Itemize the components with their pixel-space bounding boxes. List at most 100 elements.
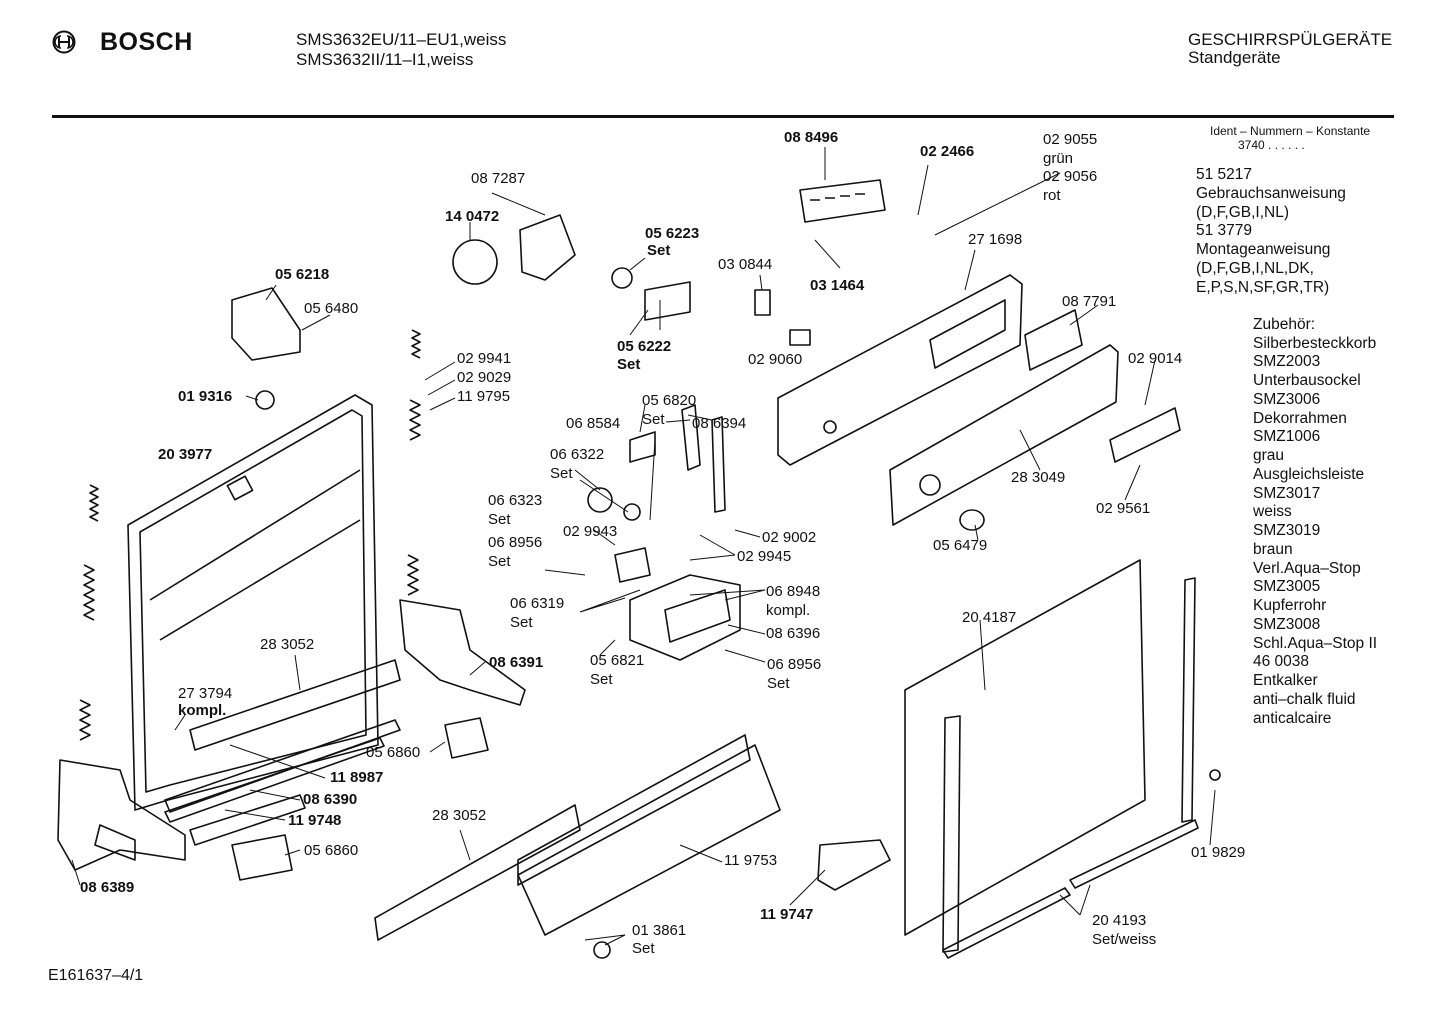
category-title: GESCHIRRSPÜLGERÄTE	[1188, 30, 1393, 49]
docs-line: Gebrauchsanweisung	[1196, 185, 1346, 202]
part-note: Set	[488, 511, 511, 528]
accessory-line: grau	[1253, 447, 1285, 464]
accessory-line: Verl.Aqua–Stop	[1253, 560, 1361, 577]
brand-name: BOSCH	[100, 28, 193, 56]
part-label: 06 6322	[550, 446, 605, 463]
part-label: 06 8956	[767, 656, 822, 673]
part-label: 05 6860	[304, 842, 359, 859]
part-label: 02 9060	[748, 351, 803, 368]
accessory-line: Unterbausockel	[1253, 372, 1361, 389]
accessory-line: Dekorrahmen	[1253, 410, 1347, 427]
part-label: 08 6396	[766, 625, 821, 642]
docs-line: E,P,S,N,SF,GR,TR)	[1196, 279, 1330, 296]
accessory-line: Ausgleichsleiste	[1253, 466, 1365, 483]
part-label: 14 0472	[445, 208, 500, 225]
docs-line: 51 3779	[1196, 222, 1253, 239]
part-label: 20 4193	[1092, 912, 1147, 929]
part-note: kompl.	[178, 702, 227, 719]
part-label: 02 9943	[563, 523, 618, 540]
part-label: 01 9316	[178, 388, 233, 405]
part-label: 02 9056	[1043, 168, 1098, 185]
accessory-line: 46 0038	[1253, 653, 1310, 670]
part-label: 06 8956	[488, 534, 543, 551]
part-label: 02 9561	[1096, 500, 1151, 517]
part-label: 28 3052	[432, 807, 487, 824]
part-note: kompl.	[766, 602, 811, 619]
part-note: Set	[647, 242, 671, 259]
accessory-line: SMZ3008	[1253, 616, 1321, 633]
part-label: 06 6323	[488, 492, 543, 509]
part-label: 11 9747	[760, 906, 814, 923]
accessory-line: SMZ3006	[1253, 391, 1321, 408]
part-note: Set	[617, 356, 641, 373]
accessory-line: SMZ2003	[1253, 353, 1321, 370]
drawing-code: E161637–4/1	[48, 967, 144, 984]
accessory-line: Kupferrohr	[1253, 597, 1327, 614]
part-label: 08 6390	[303, 791, 358, 808]
part-label: 05 6223	[645, 225, 700, 242]
part-label: 11 9748	[288, 812, 342, 829]
part-label: 08 7287	[471, 170, 526, 187]
accessory-line: SMZ3019	[1253, 522, 1321, 539]
part-label: 05 6479	[933, 537, 988, 554]
bosch-logo-icon	[52, 30, 76, 54]
part-label: 01 9829	[1191, 844, 1246, 861]
part-label: 01 3861	[632, 922, 687, 939]
part-label: 05 6821	[590, 652, 645, 669]
category-subtitle: Standgeräte	[1188, 48, 1281, 67]
part-label: 05 6820	[642, 392, 697, 409]
part-label: 11 8987	[330, 769, 384, 786]
part-label: 05 6860	[366, 744, 421, 761]
accessory-line: weiss	[1253, 503, 1292, 520]
part-label: 20 4187	[962, 609, 1017, 626]
part-note: rot	[1043, 187, 1061, 204]
part-note: Set	[488, 553, 511, 570]
part-note: Set	[550, 465, 573, 482]
model-line-2: SMS3632II/11–I1,weiss	[296, 50, 474, 69]
part-note: Set	[767, 675, 790, 692]
accessory-line: SMZ3005	[1253, 578, 1321, 595]
part-label: 27 3794	[178, 685, 233, 702]
part-note: grün	[1043, 150, 1074, 167]
part-label: 02 9945	[737, 548, 792, 565]
part-label: 28 3049	[1011, 469, 1066, 486]
part-label: 02 9014	[1128, 350, 1183, 367]
docs-line: Montageanweisung	[1196, 241, 1331, 258]
accessory-line: Schl.Aqua–Stop II	[1253, 635, 1378, 652]
inner-door-panel	[127, 394, 379, 811]
model-line-1: SMS3632EU/11–EU1,weiss	[296, 30, 507, 49]
accessory-line: Entkalker	[1253, 672, 1318, 689]
part-label: 20 3977	[158, 446, 213, 463]
accessory-line: SMZ1006	[1253, 428, 1321, 445]
part-label: 08 8496	[784, 129, 839, 146]
part-label: 02 9941	[457, 350, 512, 367]
part-note: Set	[510, 614, 533, 631]
part-label: 08 7791	[1062, 293, 1117, 310]
part-label: 05 6218	[275, 266, 330, 283]
ident-value: 3740 . . . . . .	[1238, 138, 1305, 152]
accessory-line: anticalcaire	[1253, 710, 1332, 727]
docs-line: (D,F,GB,I,NL,DK,	[1196, 260, 1314, 277]
part-label: 08 6389	[80, 879, 135, 896]
part-label: 11 9795	[457, 388, 511, 405]
part-label: 02 2466	[920, 143, 975, 160]
part-label: 03 0844	[718, 256, 773, 273]
part-label: 08 6391	[489, 654, 544, 671]
part-label: 28 3052	[260, 636, 315, 653]
accessory-line: SMZ3017	[1253, 485, 1321, 502]
accessory-line: braun	[1253, 541, 1293, 558]
part-label: 11 9753	[724, 852, 778, 869]
header-rule	[52, 115, 1394, 118]
part-note: Set	[590, 671, 613, 688]
part-note: Set/weiss	[1092, 931, 1157, 948]
part-note: Set	[642, 411, 665, 428]
part-label: 02 9029	[457, 369, 512, 386]
part-label: 05 6222	[617, 338, 672, 355]
part-label: 06 8948	[766, 583, 821, 600]
part-label: 27 1698	[968, 231, 1023, 248]
part-label: 02 9055	[1043, 131, 1098, 148]
part-label: 03 1464	[810, 277, 865, 294]
part-label: 06 6319	[510, 595, 565, 612]
part-note: Set	[632, 940, 655, 957]
